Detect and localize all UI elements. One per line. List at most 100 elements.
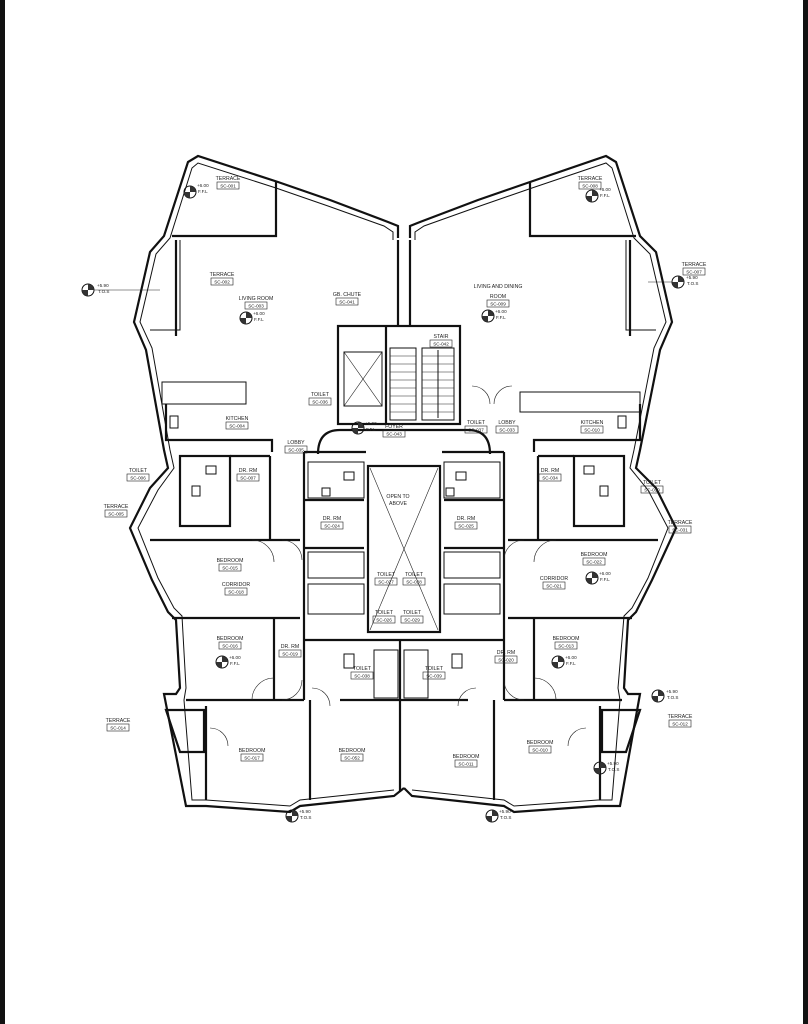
room-code-box-toilet-core <box>308 397 332 406</box>
room-name-bedroom-sc2: BEDROOM <box>453 754 480 760</box>
room-name-drrm-w: DR. RM <box>239 468 257 474</box>
room-code-toilet-c5: SC-038 <box>354 674 370 679</box>
room-code-living-e-2: SC-009 <box>490 302 506 307</box>
room-code-box-toilet-c5 <box>350 671 374 680</box>
room-name-bedroom-w1: BEDROOM <box>217 558 244 564</box>
room-name-toilet-c3: TOILET <box>375 610 394 616</box>
room-code-kitchen-e: SC-010 <box>584 428 600 433</box>
room-name-stair: STAIR <box>434 334 449 340</box>
room-code-terrace-w: SC-002 <box>214 280 230 285</box>
room-code-terrace-se: SC-012 <box>672 722 688 727</box>
room-code-corridor-w: SC-018 <box>228 590 244 595</box>
room-name-open-1: OPEN TO <box>386 494 409 500</box>
room-name-bedroom-w2: BEDROOM <box>217 636 244 642</box>
room-name-bedroom-sw: BEDROOM <box>239 748 266 754</box>
room-name-foyer: FOYER <box>385 424 403 430</box>
room-code-box-bedroom-sc1 <box>340 753 364 762</box>
level-unit-lvl-living-w: F.F.L <box>254 317 264 322</box>
level-value-lvl-corr-e: +6.00 <box>599 571 611 576</box>
level-unit-lvl-nw: F.F.L <box>198 189 208 194</box>
room-code-box-toilet-c3 <box>372 615 396 624</box>
room-code-box-stair <box>429 339 453 348</box>
room-code-lobby-w: SC-035 <box>288 448 304 453</box>
room-code-box-drrm-e2 <box>494 655 518 664</box>
viewer-frame-right <box>803 0 808 1024</box>
room-code-bedroom-w2: SC-016 <box>222 644 238 649</box>
room-name-toilet-c5: TOILET <box>353 666 372 672</box>
room-code-corridor-e: SC-021 <box>546 584 562 589</box>
plumbing-fixtures <box>169 415 627 669</box>
room-name-lobby-w: LOBBY <box>287 440 305 446</box>
room-name-kitchen-w: KITCHEN <box>226 416 249 422</box>
room-name-bedroom-se: BEDROOM <box>527 740 554 746</box>
level-value-lvl-se2-tos: +5.90 <box>607 761 619 766</box>
room-name-drrm-e2: DR. RM <box>497 650 515 656</box>
level-unit-lvl-se2-tos: T.O.S <box>608 767 620 772</box>
level-unit-lvl-ne: F.F.L <box>600 193 610 198</box>
room-code-box-bedroom-w1 <box>218 563 242 572</box>
room-code-chute: SC-041 <box>339 300 355 305</box>
level-value-lvl-w-tos: +5.90 <box>97 283 109 288</box>
room-code-kitchen-w: SC-004 <box>229 424 245 429</box>
room-code-box-lobby-w <box>284 445 308 454</box>
room-code-toilet-c3: SC-026 <box>376 618 392 623</box>
room-labels: TERRACESC-001TERRACESC-008TERRACESC-002T… <box>104 176 707 768</box>
room-code-foyer: SC-043 <box>386 432 402 437</box>
room-code-living-w: SC-003 <box>248 304 264 309</box>
room-code-box-drrm-e <box>538 473 562 482</box>
room-code-terrace-w2: SC-005 <box>108 512 124 517</box>
room-code-box-drrm-w <box>236 473 260 482</box>
room-code-bedroom-sw: SC-017 <box>244 756 260 761</box>
room-name-living-e-2: ROOM <box>490 294 506 300</box>
level-unit-lvl-bed-w: F.F.L <box>230 661 240 666</box>
room-name-drrm-ce: DR. RM <box>457 516 475 522</box>
room-name-corridor-e: CORRIDOR <box>540 576 568 582</box>
room-code-box-terrace-se <box>668 719 692 728</box>
room-code-terrace-e2: SC-031 <box>672 528 688 533</box>
level-unit-lvl-corr-e: F.F.L <box>600 577 610 582</box>
level-value-lvl-bed-e: +6.00 <box>565 655 577 660</box>
room-code-terrace-sw: SC-014 <box>110 726 126 731</box>
room-code-box-bedroom-sc2 <box>454 759 478 768</box>
level-value-lvl-living-e: +6.00 <box>495 309 507 314</box>
room-name-terrace-w2: TERRACE <box>104 504 129 510</box>
level-unit-lvl-s2-tos: T.O.S <box>500 815 512 820</box>
room-code-toilet-c1: SC-027 <box>378 580 394 585</box>
room-name-bedroom-sc1: BEDROOM <box>339 748 366 754</box>
room-code-box-foyer <box>382 429 406 438</box>
room-code-toilet-n2: SC-037 <box>468 428 484 433</box>
room-code-toilet-w: SC-006 <box>130 476 146 481</box>
room-code-box-terrace-ne <box>578 181 602 190</box>
room-code-toilet-e: SC-030 <box>644 488 660 493</box>
room-code-bedroom-sc2: SC-011 <box>458 762 474 767</box>
room-name-toilet-c4: TOILET <box>403 610 422 616</box>
room-name-terrace-sw: TERRACE <box>106 718 131 724</box>
level-value-lvl-se-tos: +5.90 <box>666 689 678 694</box>
room-code-box-terrace-w2 <box>104 509 128 518</box>
room-code-drrm-cw: SC-024 <box>324 524 340 529</box>
room-code-box-living-e-2 <box>486 299 510 308</box>
room-name-terrace-ne: TERRACE <box>578 176 603 182</box>
room-code-terrace-ne: SC-008 <box>582 184 598 189</box>
room-name-toilet-core: TOILET <box>311 392 330 398</box>
room-name-lobby-e: LOBBY <box>498 420 516 426</box>
room-name-chute: GB. CHUTE <box>333 292 362 298</box>
level-unit-lvl-bed-e: F.F.L <box>566 661 576 666</box>
room-code-drrm-w: SC-007 <box>240 476 256 481</box>
room-code-box-bedroom-sw <box>240 753 264 762</box>
room-code-box-toilet-c4 <box>400 615 424 624</box>
viewer-frame-left <box>0 0 5 1024</box>
room-name-toilet-w: TOILET <box>129 468 148 474</box>
room-code-box-terrace-w <box>210 277 234 286</box>
room-name-toilet-c6: TOILET <box>425 666 444 672</box>
room-code-bedroom-w1: SC-015 <box>222 566 238 571</box>
level-unit-lvl-se-tos: T.O.S <box>667 695 679 700</box>
room-name-terrace-w: TERRACE <box>210 272 235 278</box>
room-code-box-bedroom-w2 <box>218 641 242 650</box>
room-code-bedroom-se: SC-010 <box>532 748 548 753</box>
room-name-terrace-e: TERRACE <box>682 262 707 268</box>
room-name-drrm-cw: DR. RM <box>323 516 341 522</box>
level-value-lvl-s1-tos: +5.90 <box>299 809 311 814</box>
stair-treads <box>389 347 455 421</box>
level-value-lvl-living-w: +6.00 <box>253 311 265 316</box>
